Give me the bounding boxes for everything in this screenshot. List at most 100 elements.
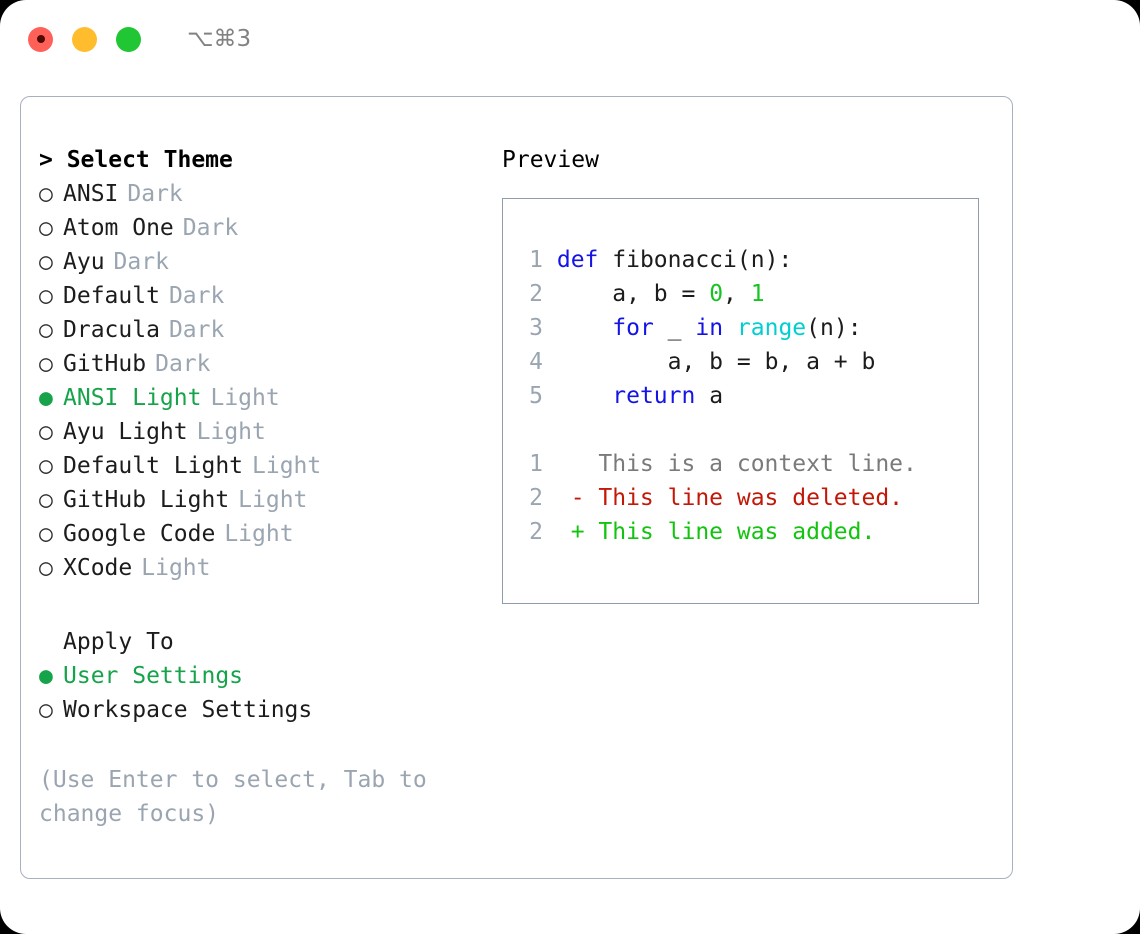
code-token-plain — [557, 383, 612, 409]
minimize-button-icon[interactable] — [72, 26, 97, 52]
code-token-plain: _ — [653, 315, 696, 341]
code-token-plain: a — [695, 383, 724, 409]
code-token-num: 1 — [750, 281, 765, 307]
diff-line: 1 This is a context line. — [521, 447, 978, 481]
diff-line: 2 - This line was deleted. — [521, 481, 978, 515]
theme-option-kind-label: Light — [252, 453, 322, 479]
code-token-plain: (n): — [806, 315, 862, 341]
code-line: 3 for _ in range(n): — [521, 311, 978, 345]
code-line-number: 1 — [529, 247, 543, 273]
code-token-kw: in — [695, 315, 724, 341]
maximize-button-icon[interactable] — [116, 26, 141, 52]
window-titlebar: ⌥⌘3 — [0, 0, 1140, 78]
code-line-number: 5 — [529, 383, 543, 409]
theme-option-kind-label: Light — [210, 385, 280, 411]
apply-to-option-row[interactable]: ○Workspace Settings — [39, 693, 479, 727]
diff-marker: + — [543, 519, 599, 545]
theme-option-row[interactable]: ○ Ayu Dark — [39, 245, 479, 279]
radio-unselected-icon[interactable]: ○ — [39, 697, 53, 723]
radio-selected-icon[interactable]: ● — [39, 385, 53, 411]
code-token-plain: , — [723, 281, 751, 307]
code-token-plain — [723, 315, 737, 341]
theme-option-label: Dracula — [63, 317, 160, 343]
radio-unselected-icon[interactable]: ○ — [39, 521, 53, 547]
theme-option-label: Ayu — [63, 249, 105, 275]
code-gutter-space — [543, 383, 557, 409]
diff-sample-block: 1 This is a context line.2 - This line w… — [521, 447, 978, 549]
radio-unselected-icon[interactable]: ○ — [39, 181, 53, 207]
code-line-number: 4 — [529, 349, 543, 375]
diff-line-text: This line was deleted. — [598, 485, 904, 511]
code-token-kw: for — [612, 315, 654, 341]
code-line-number: 3 — [529, 315, 543, 341]
apply-to-heading: Apply To — [63, 629, 174, 655]
code-token-plain — [557, 315, 612, 341]
theme-option-label: Google Code — [63, 521, 216, 547]
radio-unselected-icon[interactable]: ○ — [39, 487, 53, 513]
theme-option-row[interactable]: ○ GitHub Light Light — [39, 483, 479, 517]
window-controls — [28, 26, 141, 52]
code-line-number: 2 — [529, 281, 543, 307]
radio-selected-icon[interactable]: ● — [39, 663, 53, 689]
code-line: 4 a, b = b, a + b — [521, 345, 978, 379]
diff-marker — [543, 451, 598, 477]
theme-option-label: Atom One — [63, 215, 174, 241]
code-line: 5 return a — [521, 379, 978, 413]
radio-unselected-icon[interactable]: ○ — [39, 555, 53, 581]
radio-unselected-icon[interactable]: ○ — [39, 351, 53, 377]
theme-option-row[interactable]: ○ Atom One Dark — [39, 211, 479, 245]
theme-option-kind-label: Light — [196, 419, 266, 445]
radio-unselected-icon[interactable]: ○ — [39, 419, 53, 445]
preview-heading: Preview — [502, 147, 599, 173]
code-gutter-space — [543, 281, 557, 307]
diff-line-text: This line was added. — [598, 519, 876, 545]
code-token-kw: return — [612, 383, 696, 409]
diff-marker: - — [543, 485, 599, 511]
radio-unselected-icon[interactable]: ○ — [39, 215, 53, 241]
theme-option-row[interactable]: ● ANSI Light Light — [39, 381, 479, 415]
code-line: 2 a, b = 0, 1 — [521, 277, 978, 311]
code-gutter-space — [543, 315, 557, 341]
theme-option-row[interactable]: ○ Google Code Light — [39, 517, 479, 551]
theme-option-kind-label: Light — [141, 555, 211, 581]
theme-option-kind-label: Dark — [182, 215, 239, 241]
apply-to-option-label: User Settings — [63, 663, 244, 689]
close-button-icon[interactable] — [28, 26, 53, 52]
theme-option-label: GitHub Light — [63, 487, 230, 513]
keyboard-hint-text: (Use Enter to select, Tab to change focu… — [39, 767, 441, 827]
theme-option-label: ANSI Light — [63, 385, 202, 411]
diff-line-number: 2 — [529, 485, 543, 511]
select-theme-heading: > Select Theme — [39, 147, 233, 173]
code-token-plain: fibonacci(n): — [612, 247, 793, 273]
apply-to-option-row[interactable]: ● User Settings — [39, 659, 479, 693]
radio-unselected-icon[interactable]: ○ — [39, 317, 53, 343]
apply-to-option-list: ● User Settings ○Workspace Settings — [39, 659, 479, 727]
code-gutter-space — [543, 349, 557, 375]
theme-option-row[interactable]: ○ XCode Light — [39, 551, 479, 585]
code-token-fn: range — [736, 315, 807, 341]
code-gutter-space — [543, 247, 557, 273]
preview-spacer — [521, 413, 978, 447]
keyboard-shortcut-label: ⌥⌘3 — [187, 26, 252, 52]
radio-unselected-icon[interactable]: ○ — [39, 453, 53, 479]
theme-option-kind-label: Light — [238, 487, 308, 513]
preview-column: Preview 1 def fibonacci(n):2 a, b = 0, 1… — [502, 143, 992, 604]
code-token-plain: a, b = b, a + b — [556, 349, 876, 375]
radio-unselected-icon[interactable]: ○ — [39, 283, 53, 309]
apply-to-section: Apply To ● User Settings ○Workspace Settin… — [39, 625, 479, 727]
radio-unselected-icon[interactable]: ○ — [39, 249, 53, 275]
theme-option-kind-label: Light — [224, 521, 294, 547]
diff-line-number: 2 — [529, 519, 543, 545]
theme-option-kind-label: Dark — [127, 181, 183, 207]
theme-option-label: XCode — [63, 555, 133, 581]
theme-option-kind-label: Dark — [113, 249, 169, 275]
